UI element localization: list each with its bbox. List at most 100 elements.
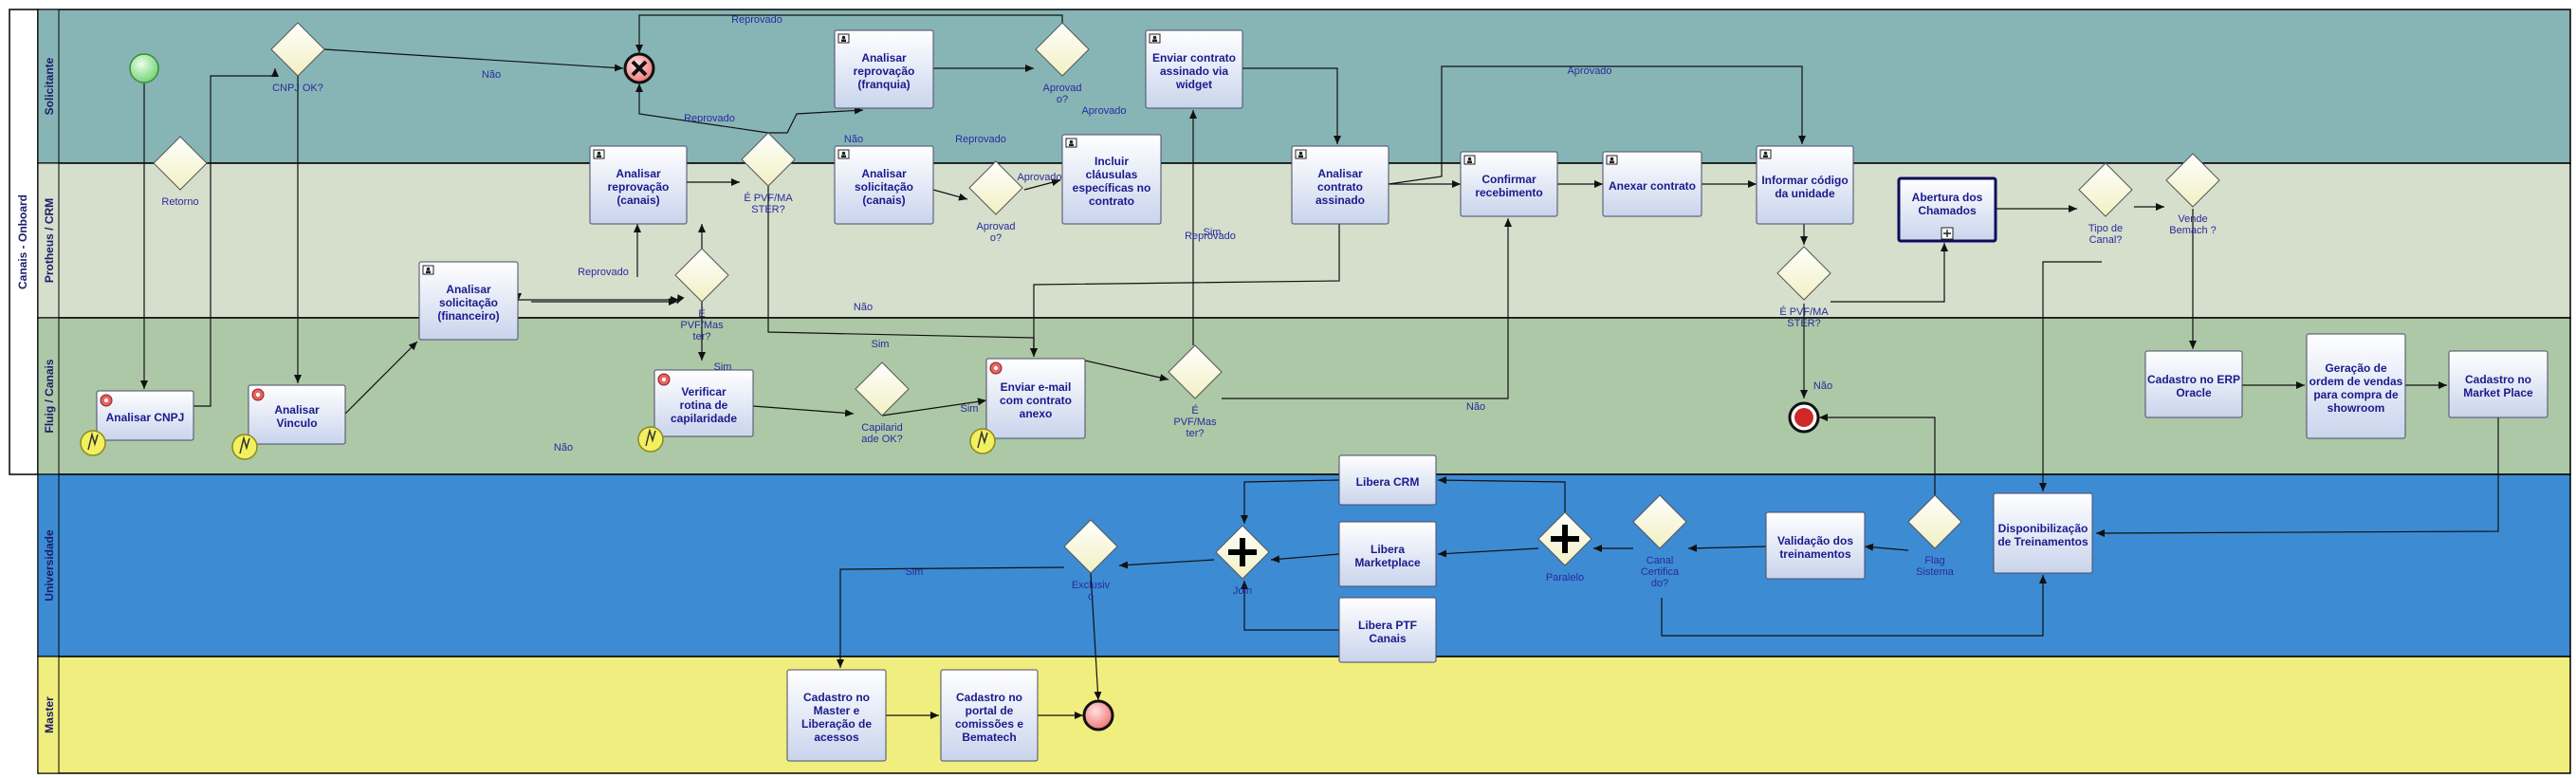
- sequence-flow: [752, 405, 855, 417]
- sequence-flow: [1864, 543, 1909, 551]
- user-task-icon: [1149, 33, 1161, 44]
- task-crm[interactable]: Libera CRM: [1338, 454, 1437, 506]
- sequence-flow: [1084, 360, 1169, 381]
- user-task-icon: [593, 149, 605, 159]
- user-task-icon: [1606, 155, 1618, 165]
- user-task-icon: [837, 149, 850, 159]
- gateway-label: CNPJ OK?: [272, 83, 323, 94]
- gateway-join[interactable]: Join: [1215, 525, 1270, 597]
- pool-header: [9, 9, 39, 475]
- close-icon: [631, 60, 648, 77]
- lane-label-master: Master: [43, 696, 56, 733]
- flow-label-sim: Sim: [714, 361, 732, 373]
- sequence-flow: [2095, 417, 2499, 537]
- script-task-icon: [100, 394, 113, 407]
- flow-labels-layer: NãoReprovadoReprovadoReprovadoNãoNãoSimS…: [482, 14, 1832, 578]
- flow-label-aprovado: Aprovado: [1081, 105, 1126, 117]
- gateway-cnpj[interactable]: CNPJ OK?: [270, 22, 325, 94]
- sequence-flow: [635, 14, 1063, 53]
- task-cnpj[interactable]: Analisar CNPJ: [80, 390, 194, 456]
- script-task-icon: [251, 388, 265, 401]
- end-event-fluig[interactable]: [1788, 401, 1820, 434]
- gateway-paralelo[interactable]: Paralelo: [1537, 511, 1592, 584]
- sequence-flow: [1242, 67, 1341, 144]
- task-anexar[interactable]: Anexar contrato: [1602, 151, 1702, 217]
- flow-label-reprovado: Reprovado: [578, 267, 629, 278]
- subprocess-plus-icon: [1941, 227, 1954, 240]
- parallel-plus-icon: [1551, 525, 1579, 553]
- end-event-master[interactable]: [1082, 699, 1114, 732]
- flow-label-sim: Sim: [1204, 227, 1222, 238]
- sequence-flow: [1687, 544, 1767, 552]
- flow-label-aprovado: Aprovado: [1017, 172, 1061, 183]
- parallel-plus-icon: [1228, 538, 1257, 566]
- error-end-event[interactable]: [623, 52, 655, 84]
- task-label: Libera CRM: [1356, 475, 1420, 489]
- gateway-retorno[interactable]: Retorno: [153, 136, 208, 208]
- flow-label-nao: Não: [844, 134, 863, 145]
- start-event[interactable]: [129, 53, 159, 83]
- sequence-flow: [323, 48, 624, 72]
- sequence-flow: [1437, 547, 1539, 558]
- sequence-flow: [1118, 559, 1215, 569]
- boundary-event-icon: [969, 428, 996, 454]
- lane-label-fluig: Fluig / Canais: [43, 359, 56, 433]
- flow-label-aprovado: Aprovado: [1567, 65, 1611, 77]
- flow-label-sim: Sim: [872, 339, 890, 350]
- boundary-event-icon: [80, 430, 106, 456]
